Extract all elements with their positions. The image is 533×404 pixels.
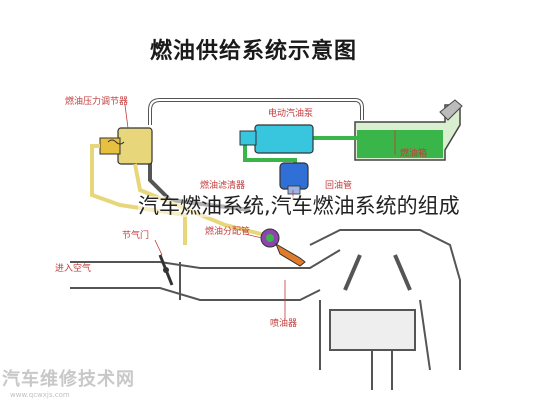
label-fuel-rail: 燃油分配管	[205, 227, 251, 237]
electric-pump	[239, 124, 314, 154]
engine-cylinder	[309, 229, 461, 390]
label-air-in: 进入空气	[55, 264, 92, 274]
pressure-regulator	[99, 127, 153, 165]
diagram-title: 燃油供给系统示意图	[150, 38, 358, 64]
fuel-filter	[279, 162, 309, 195]
leader-lines	[124, 104, 396, 320]
watermark-brand: 汽车维修技术网	[2, 369, 135, 390]
overlay-caption: 汽车燃油系统,汽车燃油系统的组成	[138, 194, 460, 218]
label-fuel-filter: 燃油滤清器	[200, 181, 246, 191]
label-electric-pump: 电动汽油泵	[268, 109, 314, 119]
intake-manifold	[70, 249, 341, 301]
label-pressure-regulator: 燃油压力调节器	[65, 97, 129, 107]
injector	[274, 242, 306, 267]
watermark-url: www.qcwxjs.com	[10, 391, 70, 399]
label-injector: 喷油器	[270, 319, 298, 329]
fuel-tank	[354, 99, 463, 161]
label-fuel-tank: 燃油箱	[400, 149, 428, 159]
label-return-pipe: 回油管	[325, 181, 353, 191]
label-throttle: 节气门	[122, 231, 150, 241]
throttle-valve	[158, 254, 174, 286]
